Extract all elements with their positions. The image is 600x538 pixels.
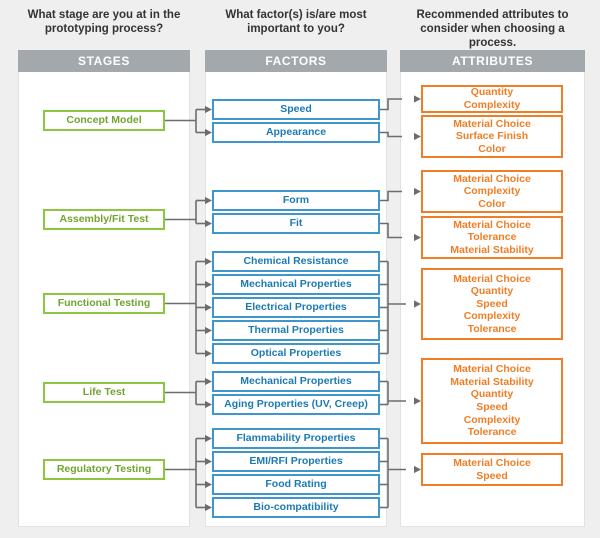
factor-box-3-1[interactable]: Chemical Resistance xyxy=(212,251,380,272)
factor-box-3-5[interactable]: Optical Properties xyxy=(212,343,380,364)
factor-box-4-1[interactable]: Mechanical Properties xyxy=(212,371,380,392)
column-question-stages: What stage are you at in the prototyping… xyxy=(27,9,181,35)
stage-box-5[interactable]: Regulatory Testing xyxy=(43,459,165,480)
factor-box-3-4[interactable]: Thermal Properties xyxy=(212,320,380,341)
factor-box-1-1[interactable]: Speed xyxy=(212,99,380,120)
column-question-factors: What factor(s) is/are most important to … xyxy=(225,9,367,35)
header-stages: STAGES xyxy=(18,50,190,72)
factor-box-3-3[interactable]: Electrical Properties xyxy=(212,297,380,318)
header-factors: FACTORS xyxy=(205,50,387,72)
stage-box-2[interactable]: Assembly/Fit Test xyxy=(43,209,165,230)
factor-box-1-2[interactable]: Appearance xyxy=(212,122,380,143)
factor-box-5-2[interactable]: EMI/RFI Properties xyxy=(212,451,380,472)
factor-box-2-2[interactable]: Fit xyxy=(212,213,380,234)
stage-box-1[interactable]: Concept Model xyxy=(43,110,165,131)
factor-box-3-2[interactable]: Mechanical Properties xyxy=(212,274,380,295)
factor-box-4-2[interactable]: Aging Properties (UV, Creep) xyxy=(212,394,380,415)
header-attributes: ATTRIBUTES xyxy=(400,50,585,72)
factor-box-5-3[interactable]: Food Rating xyxy=(212,474,380,495)
column-question-attributes: Recommended attributes to consider when … xyxy=(416,9,569,49)
factor-box-5-1[interactable]: Flammability Properties xyxy=(212,428,380,449)
factor-box-5-4[interactable]: Bio-compatibility xyxy=(212,497,380,518)
factor-box-2-1[interactable]: Form xyxy=(212,190,380,211)
stage-box-3[interactable]: Functional Testing xyxy=(43,293,165,314)
stage-box-4[interactable]: Life Test xyxy=(43,382,165,403)
